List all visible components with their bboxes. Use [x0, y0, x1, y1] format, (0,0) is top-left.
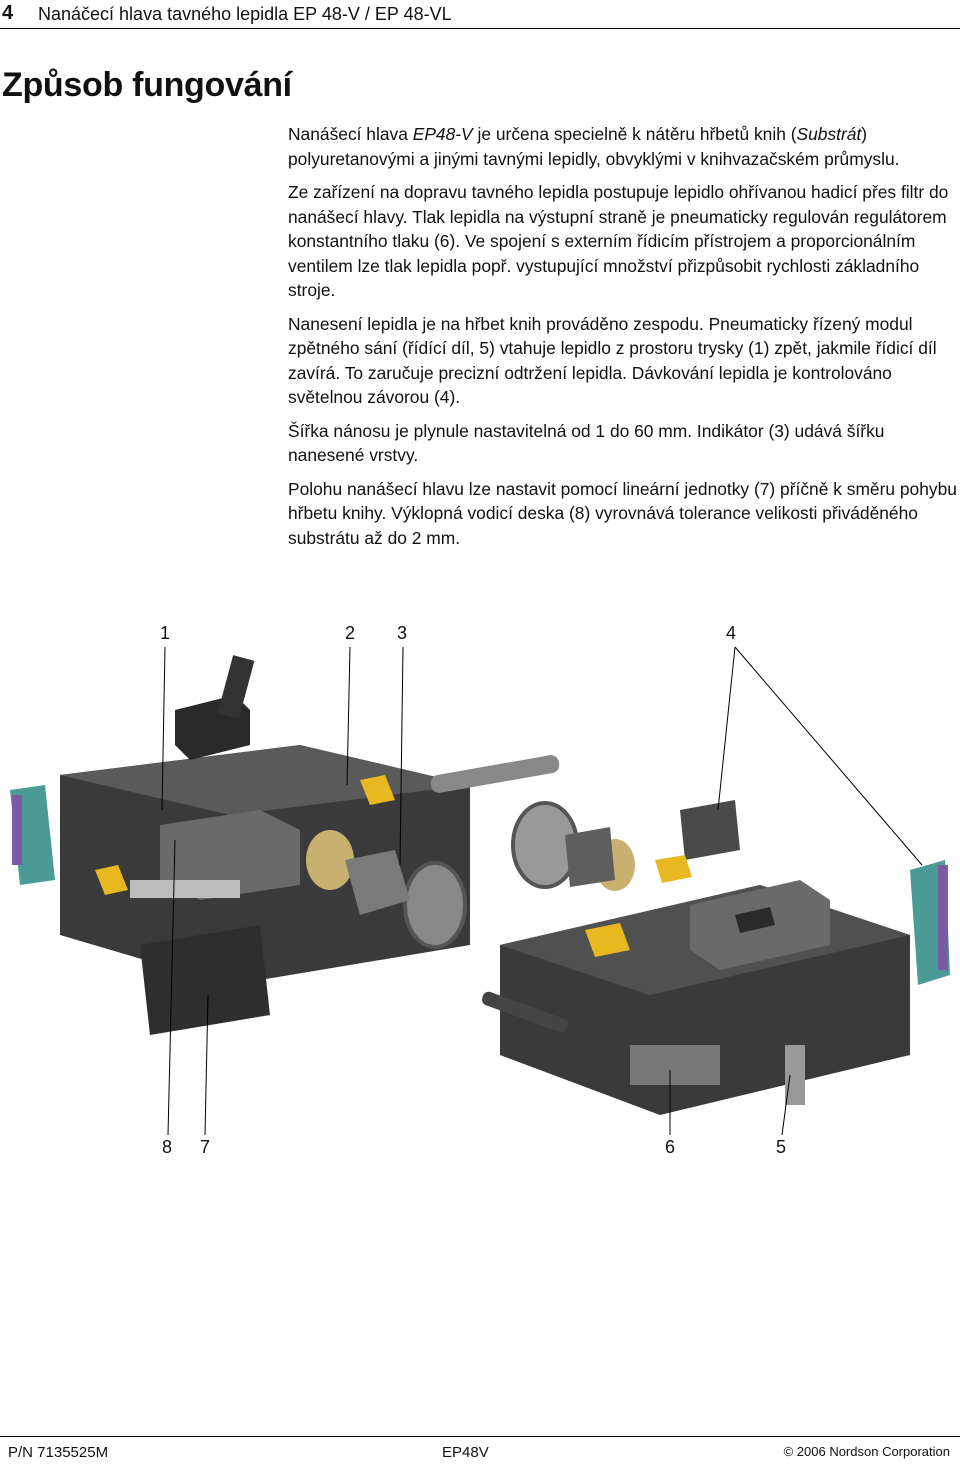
control-part-fitting [785, 1045, 805, 1105]
left-indicator [345, 850, 410, 915]
page-number: 4 [2, 2, 14, 24]
footer-copyright: © 2006 Nordson Corporation [783, 1444, 950, 1459]
paragraph-3: Nanesení lepidla je na hřbet knih provád… [288, 313, 937, 408]
right-guide-edge [938, 865, 948, 970]
paragraph-1-text-a: Nanášecí hlava [288, 124, 413, 144]
paragraph-5: Polohu nanášecí hlavu lze nastavit pomoc… [288, 478, 957, 548]
leader-line-5 [781, 1074, 791, 1136]
paragraph-1-text-c: ) polyuretanovými a jinými tavnými lepid… [288, 124, 900, 169]
left-nozzle [130, 880, 240, 898]
left-hose [430, 755, 560, 793]
leader-line-2 [346, 646, 351, 786]
paragraph-1: Nanášecí hlava EP48-V je určena specieln… [288, 122, 960, 171]
applicator-illustration [10, 646, 950, 1136]
footer-model: EP48V [442, 1444, 489, 1461]
left-guide-edge [12, 795, 22, 865]
leader-line-4 [717, 646, 736, 811]
leader-line-4b [734, 646, 923, 866]
warning-label-left [95, 865, 128, 895]
paragraph-1-substrate: Substrát [796, 124, 862, 144]
paragraph-4: Šířka nánosu je plynule nastavitelná od … [288, 420, 885, 466]
leader-lines [161, 646, 923, 1136]
callout-5: 5 [776, 1137, 787, 1157]
left-handwheel [403, 861, 467, 949]
left-handle [217, 655, 255, 719]
right-regulator [565, 827, 615, 887]
callout-1: 1 [160, 623, 171, 643]
right-unit [482, 800, 950, 1115]
warning-label-top [360, 775, 395, 805]
callout-7: 7 [200, 1137, 211, 1157]
left-brass-fitting [306, 830, 354, 890]
header-divider [0, 28, 960, 29]
leader-line-7 [204, 994, 209, 1136]
warning-label-right-2 [655, 855, 692, 883]
left-unit [10, 655, 560, 1035]
pressure-regulator [630, 1045, 720, 1085]
section-title: Způsob fungování [2, 66, 292, 104]
callout-6: 6 [665, 1137, 676, 1157]
applicator-head-figure: 1 2 3 4 8 7 6 5 [0, 615, 960, 1175]
callout-8: 8 [162, 1137, 173, 1157]
paragraph-1-model: EP48-V [412, 124, 473, 144]
body-text: Nanášecí hlava EP48-V je určena specieln… [288, 122, 960, 559]
paragraph-2: Ze zařízení na dopravu tavného lepidla p… [288, 182, 949, 300]
right-hose [482, 991, 568, 1033]
footer-divider [0, 1436, 960, 1437]
callout-4: 4 [726, 623, 737, 643]
right-hopper-opening [735, 907, 775, 933]
warning-label-right-1 [585, 923, 630, 957]
leader-line-3 [399, 646, 404, 866]
callout-3: 3 [397, 623, 408, 643]
header-title: Nanáčecí hlava tavného lepidla EP 48-V /… [38, 4, 452, 24]
leader-line-8 [167, 839, 176, 1136]
callout-2: 2 [345, 623, 356, 643]
page-header: 4 Nanáčecí hlava tavného lepidla EP 48-V… [0, 0, 960, 30]
light-barrier [680, 800, 740, 860]
paragraph-1-text-b: je určena specielně k nátěru hřbetů knih… [472, 124, 797, 144]
leader-line-1 [161, 646, 166, 811]
footer-part-number: P/N 7135525M [8, 1444, 109, 1461]
left-unit-block [160, 810, 300, 900]
